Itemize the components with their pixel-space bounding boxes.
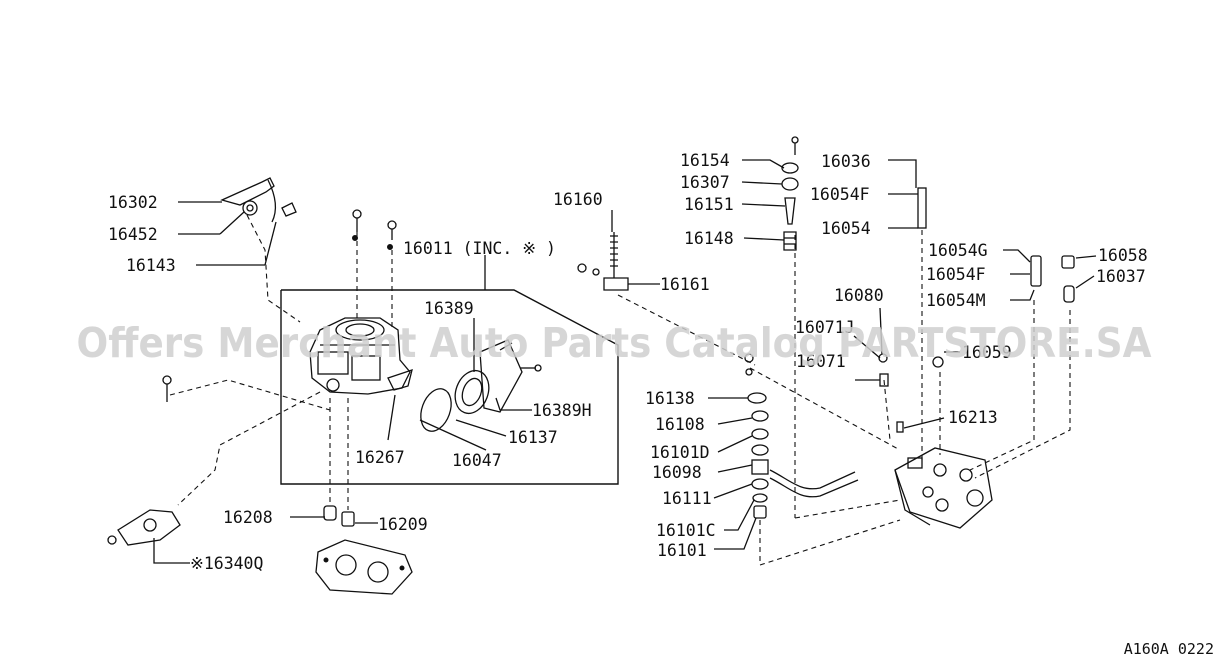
float-needle-stack (744, 353, 769, 519)
screws-top (162, 209, 397, 402)
label-16047[interactable]: 16047 (452, 451, 502, 470)
label-16209[interactable]: 16209 (378, 515, 428, 534)
leader-lines (153, 159, 1097, 564)
label-16054m[interactable]: 16054M (926, 291, 986, 310)
accelerator-pump-parts (577, 232, 629, 291)
label-16307[interactable]: 16307 (680, 173, 730, 192)
watermark-text: Offers Merchant Auto Parts Catalog PARTS… (77, 319, 1152, 367)
base-gasket (315, 539, 413, 595)
part-labels: 16302 16452 16143 16011 (INC. ※ ) 16389 … (108, 151, 1148, 573)
label-16208[interactable]: 16208 (223, 508, 273, 527)
label-16101[interactable]: 16101 (657, 541, 707, 560)
label-16452[interactable]: 16452 (108, 225, 158, 244)
label-16148[interactable]: 16148 (684, 229, 734, 248)
label-16098[interactable]: 16098 (652, 463, 702, 482)
label-16054g[interactable]: 16054G (928, 241, 988, 260)
float-chamber-body (894, 447, 993, 529)
label-16340q[interactable]: ※16340Q (190, 554, 263, 573)
label-16071j[interactable]: 16071J (795, 318, 855, 337)
auxiliary-part-16340q (107, 509, 181, 546)
label-16080[interactable]: 16080 (834, 286, 884, 305)
label-16267[interactable]: 16267 (355, 448, 405, 467)
label-16389[interactable]: 16389 (424, 299, 474, 318)
label-16011[interactable]: 16011 (INC. ※ ) (403, 239, 556, 258)
label-16101c[interactable]: 16101C (656, 521, 716, 540)
label-16037[interactable]: 16037 (1096, 267, 1146, 286)
label-16161[interactable]: 16161 (660, 275, 710, 294)
carburetor-assembly-box (280, 255, 619, 485)
label-16154[interactable]: 16154 (680, 151, 730, 170)
label-16302[interactable]: 16302 (108, 193, 158, 212)
diagram-code: A160A 0222 (1124, 640, 1214, 658)
carburetor-body (309, 317, 413, 395)
jets-bottom (323, 505, 355, 527)
label-16108[interactable]: 16108 (655, 415, 705, 434)
label-16058[interactable]: 16058 (1098, 246, 1148, 265)
label-16059[interactable]: 16059 (962, 343, 1012, 362)
label-16054[interactable]: 16054 (821, 219, 871, 238)
label-16054f[interactable]: 16054F (926, 265, 986, 284)
jet-stack-right (878, 187, 1075, 433)
label-16389h[interactable]: 16389H (532, 401, 592, 420)
label-16071[interactable]: 16071 (796, 352, 846, 371)
label-16036[interactable]: 16036 (821, 152, 871, 171)
label-16101d[interactable]: 16101D (650, 443, 710, 462)
label-16160[interactable]: 16160 (553, 190, 603, 209)
assembly-dashed-lines (169, 214, 1071, 566)
power-valve-stack (781, 136, 799, 251)
label-16151[interactable]: 16151 (684, 195, 734, 214)
label-16111[interactable]: 16111 (662, 489, 712, 508)
throttle-linkage-parts (220, 177, 297, 223)
choke-diaphragm-parts (420, 339, 542, 432)
fuel-tube (769, 469, 859, 498)
label-16054f-top[interactable]: 16054F (810, 185, 870, 204)
label-16213[interactable]: 16213 (948, 408, 998, 427)
label-16143[interactable]: 16143 (126, 256, 176, 275)
label-16138[interactable]: 16138 (645, 389, 695, 408)
label-16137[interactable]: 16137 (508, 428, 558, 447)
